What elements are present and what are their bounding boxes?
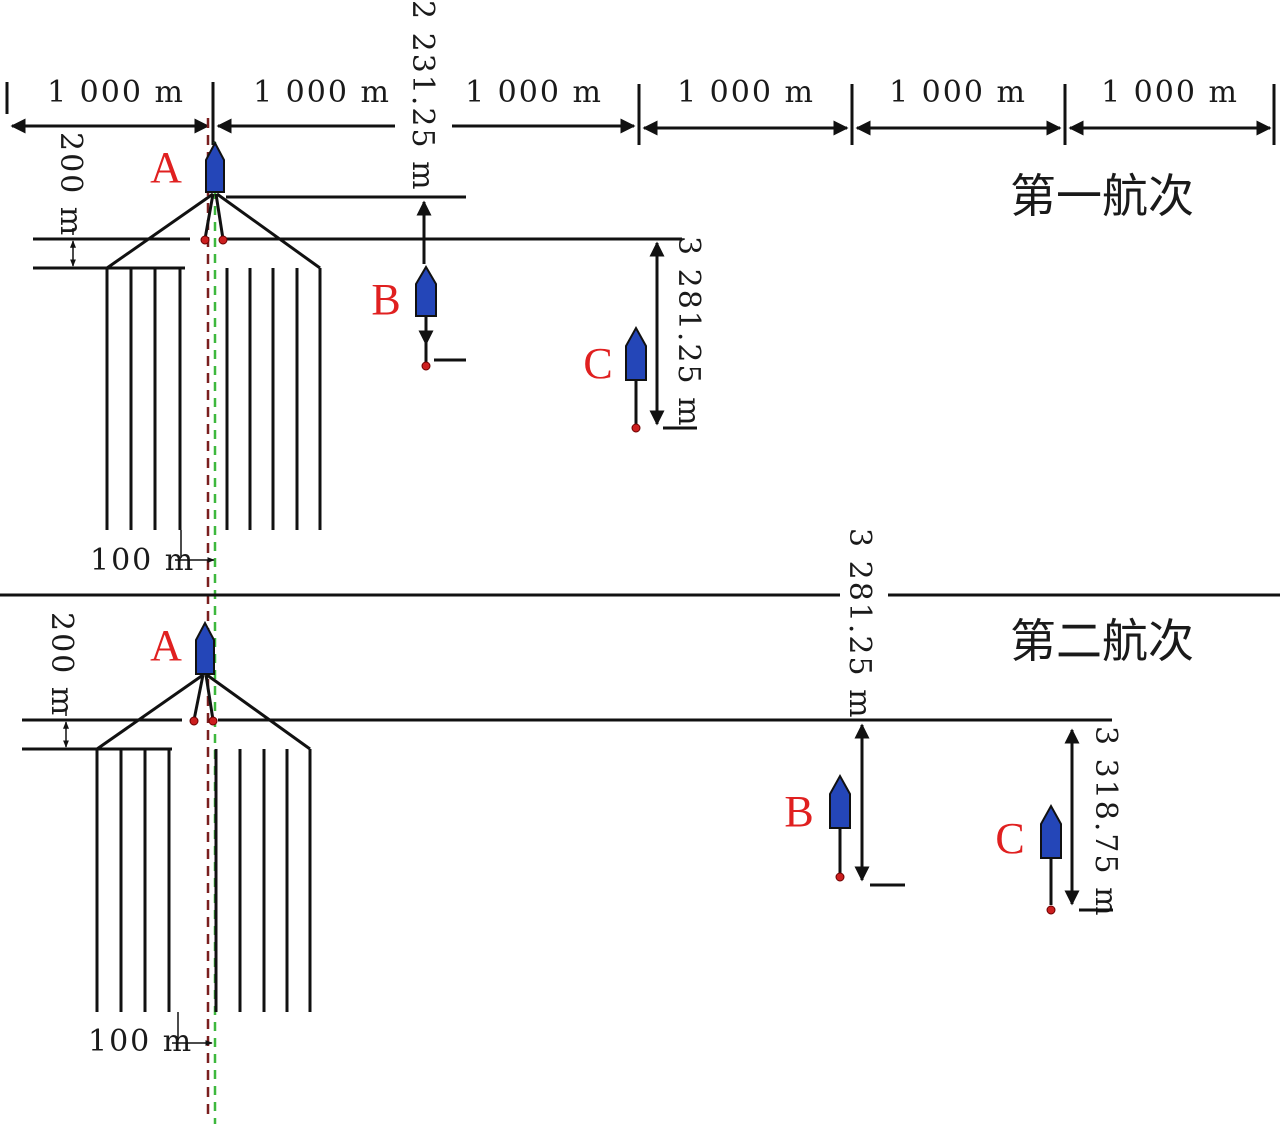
scale-label-2: 1 000 m [253,75,391,110]
ship-c2-hull-icon [1040,803,1062,859]
ship-c-source [631,423,641,433]
ship-a-source-2 [218,235,228,245]
first-pass: 第一航次 A 200 m 1 [33,0,1194,578]
first-b-offset: 2 231.25 m [405,0,440,192]
first-crossline-offset: 200 m [53,132,88,237]
ship-c-label: C [583,339,612,388]
ship-a2-source-1 [189,716,199,726]
second-receiver-gap: 100 m [88,1024,193,1059]
ship-b2-label: B [784,787,813,836]
first-streamers [105,268,322,530]
ship-a2-label: A [150,621,182,670]
ship-b-hull-icon [415,265,437,317]
ship-a-label: A [150,143,182,192]
ship-b-source [421,361,431,371]
ship-a2-hull-icon [195,620,215,675]
ship-c2-label: C [995,814,1024,863]
second-b-offset: 3 281.25 m [842,528,877,720]
scale-label-1: 1 000 m [47,75,185,110]
ship-c-hull-icon [625,325,647,381]
first-c-offset: 3 281.25 m [671,236,706,428]
top-scale: 1 000 m 1 000 m 1 000 m 1 000 m 1 000 m … [5,75,1276,145]
ship-b2-source [835,872,845,882]
scale-label-3: 1 000 m [465,75,603,110]
ship-a-source-1 [200,235,210,245]
first-pass-title: 第一航次 [1010,169,1194,223]
second-pass: 第二航次 A 200 m 100 m [22,528,1194,1059]
ship-a2-source-2 [208,716,218,726]
scale-label-6: 1 000 m [1101,75,1239,110]
ship-a-hull-icon [205,140,225,193]
second-streamers [95,749,312,1012]
ship-b-label: B [371,275,400,324]
scale-label-4: 1 000 m [677,75,815,110]
second-crossline-offset: 200 m [44,612,79,717]
second-pass-title: 第二航次 [1010,614,1194,668]
ship-c2-source [1046,905,1056,915]
ship-b2-hull-icon [829,773,851,829]
scale-label-5: 1 000 m [889,75,1027,110]
second-c-offset: 3 318.75 m [1088,726,1123,918]
